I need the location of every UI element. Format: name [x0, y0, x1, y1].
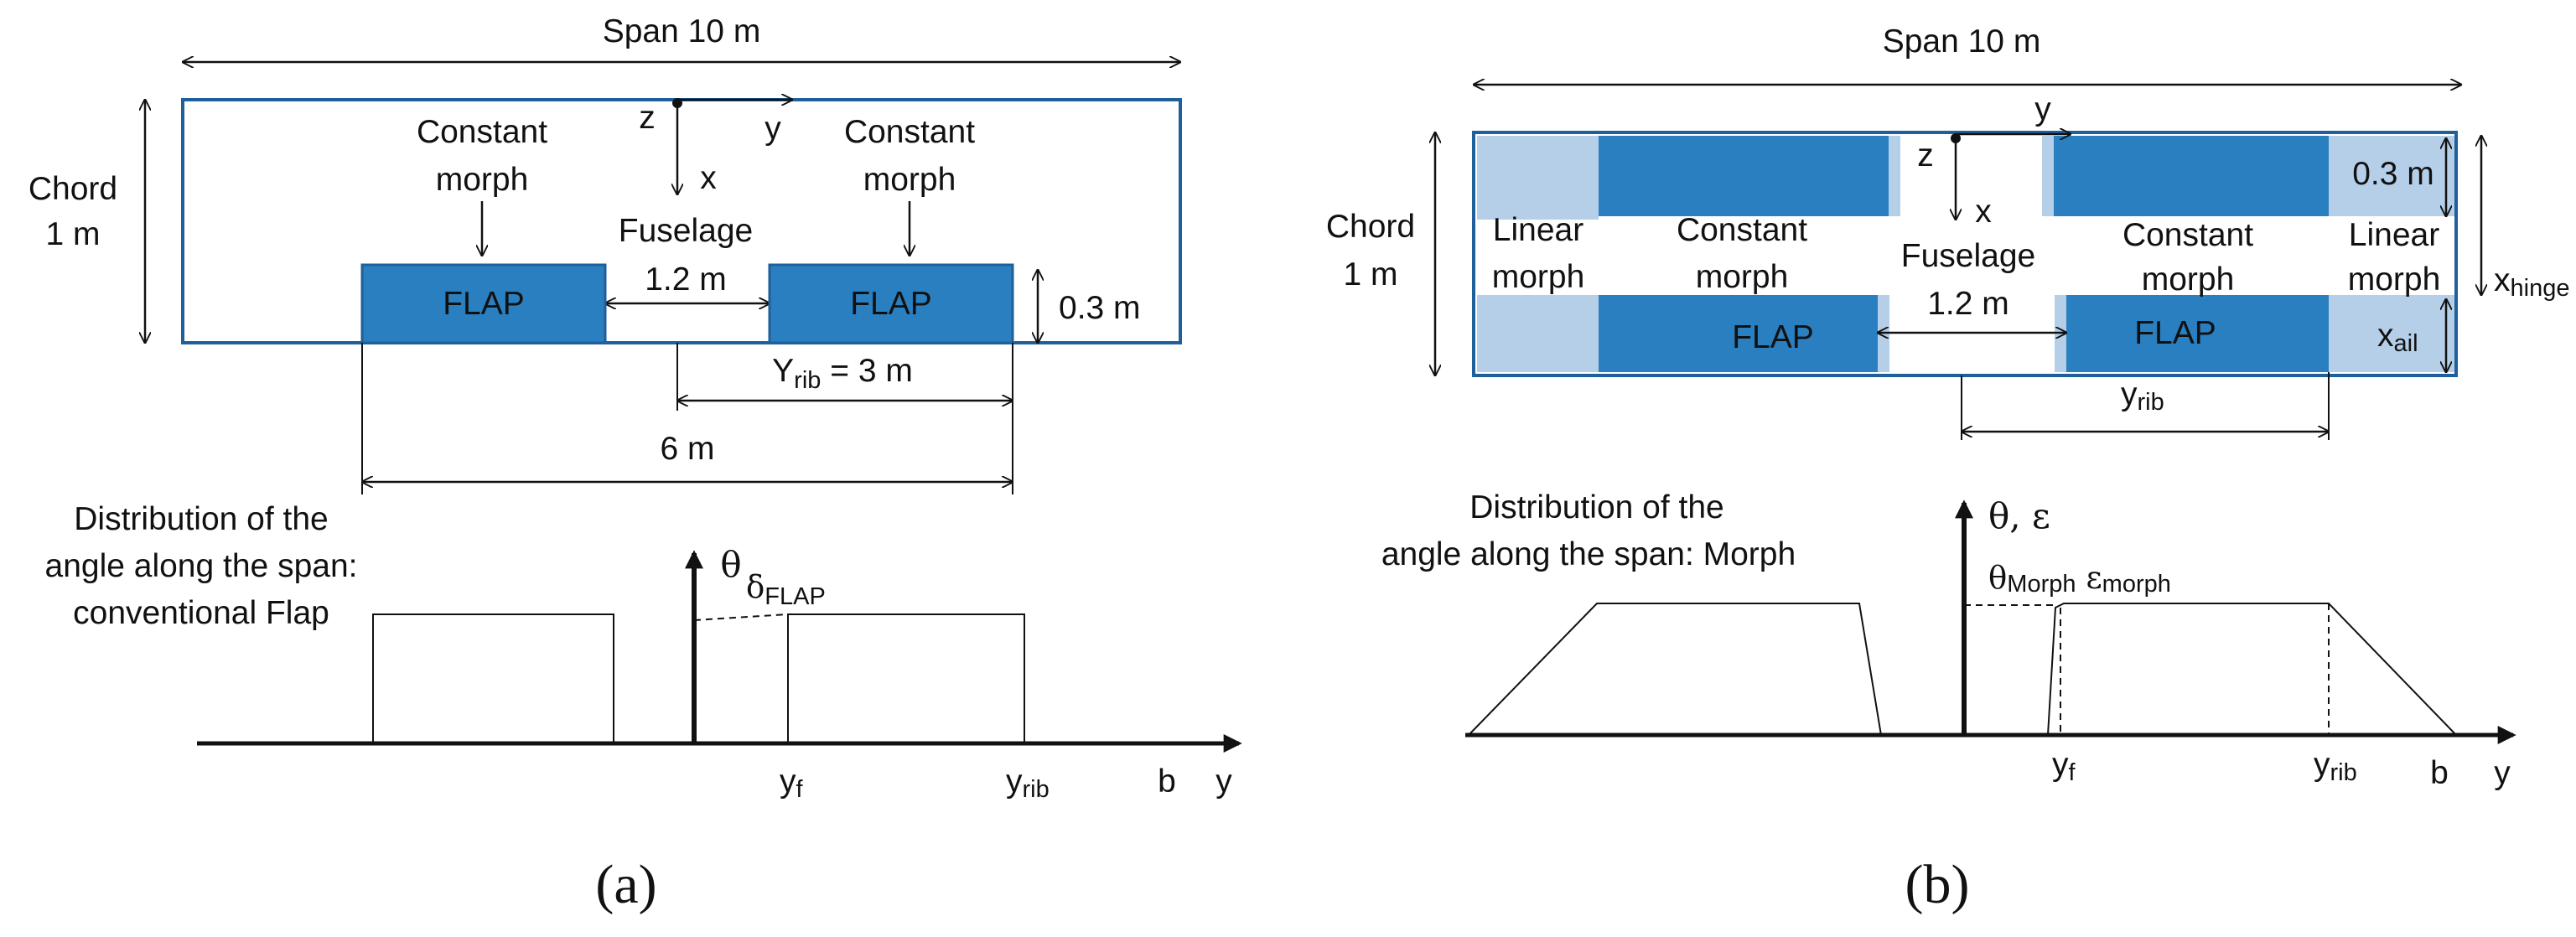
- fuselage-width-a: 1.2 m: [645, 261, 727, 298]
- dist-title-a-3: conventional Flap: [73, 595, 329, 631]
- constant-morph-left-b-2: morph: [1696, 259, 1789, 295]
- linear-morph-right-b-2: morph: [2348, 261, 2441, 298]
- x-axis-label-a: x: [700, 160, 717, 196]
- chord-label-a-2: 1 m: [45, 216, 100, 252]
- dist-title-a-2: angle along the span:: [45, 548, 358, 584]
- flap-left-label-b: FLAP: [1732, 319, 1814, 355]
- fuselage-label-a: Fuselage: [619, 213, 753, 249]
- caption-a: (a): [595, 854, 656, 915]
- dist-title-b-1: Distribution of the: [1469, 489, 1724, 525]
- constant-morph-right-top: [2054, 136, 2329, 216]
- x-axis-label-b: x: [1975, 194, 1992, 230]
- flap-right-a: [768, 263, 1014, 344]
- transition-sliver-2: [2042, 136, 2054, 216]
- linear-morph-left-b-2: morph: [1492, 259, 1585, 295]
- tick-yrib-a: yrib: [1006, 764, 1050, 803]
- dist-title-b-2: angle along the span: Morph: [1381, 536, 1796, 572]
- flap-span-label-a: 6 m: [660, 431, 714, 467]
- yrib-label-a: Yrib = 3 m: [772, 353, 913, 394]
- chord-label-a-1: Chord: [29, 171, 117, 207]
- dist-title-a-1: Distribution of the: [74, 501, 329, 537]
- linear-morph-right-bottom: [2329, 295, 2456, 372]
- tick-yrib-b: yrib: [2314, 747, 2357, 786]
- constant-morph-right-b-2: morph: [2142, 261, 2235, 298]
- linear-morph-right-b-1: Linear: [2349, 217, 2439, 253]
- flap-depth-label-a: 0.3 m: [1059, 290, 1141, 326]
- wing-outline-b: [1472, 131, 2458, 377]
- theta-eps-label-b: θ, ε: [1988, 495, 2050, 536]
- morph-distribution-left-b: [1468, 603, 1882, 736]
- tick-b-b: b: [2430, 755, 2449, 791]
- constant-morph-left-a-2: morph: [436, 162, 529, 198]
- theta-label-a: θ: [720, 544, 741, 585]
- flap-right-label-a: FLAP: [850, 286, 932, 322]
- panel-a: Span 10 m Chord 1 m z y x Constant morph…: [29, 13, 1242, 915]
- flap-right-label-b: FLAP: [2134, 315, 2216, 351]
- tick-b-a: b: [1158, 764, 1176, 800]
- flap-left-label-a: FLAP: [443, 286, 525, 322]
- panel-b: Span 10 m Chord 1 m z y x Linear morph: [1326, 23, 2570, 915]
- y-axis-label-b: y: [2034, 91, 2051, 127]
- flap-distribution-right-a: [787, 613, 1025, 743]
- delta-dashed-line-a: [693, 613, 789, 621]
- constant-morph-left-a-1: Constant: [417, 114, 547, 150]
- flap-left-a: [360, 263, 607, 344]
- constant-morph-right-a-1: Constant: [844, 114, 975, 150]
- caption-b: (b): [1905, 854, 1970, 915]
- xail-label-b: xail: [2377, 318, 2418, 357]
- xhinge-label-b: xhinge: [2494, 262, 2569, 302]
- tick-yf-b: yf: [2052, 747, 2076, 786]
- transition-sliver-1: [1889, 136, 1900, 216]
- linear-morph-right-top: [2329, 136, 2456, 216]
- chord-label-b-2: 1 m: [1343, 256, 1397, 292]
- morph-distribution-right-b: [2047, 603, 2457, 736]
- flap-right-b: [2066, 295, 2329, 372]
- yrib-label-b: yrib: [2121, 376, 2164, 416]
- axis-y-label-b: y: [2494, 755, 2511, 791]
- flap-left-b: [1599, 295, 1878, 372]
- linear-morph-left-bottom: [1477, 295, 1599, 372]
- z-axis-label-a: z: [639, 100, 656, 136]
- fuselage-width-b: 1.2 m: [1927, 286, 2009, 322]
- y-axis-label-a: y: [765, 111, 781, 147]
- chord-label-b-1: Chord: [1326, 209, 1415, 245]
- z-axis-label-b: z: [1917, 137, 1934, 173]
- depth-label-b: 0.3 m: [2352, 156, 2434, 192]
- tick-yf-a: yf: [780, 764, 804, 803]
- constant-morph-left-top: [1599, 136, 1889, 216]
- span-label-a: Span 10 m: [603, 13, 761, 49]
- flap-distribution-left-a: [372, 613, 614, 743]
- delta-flap-label-a: δFLAP: [746, 569, 826, 610]
- axis-y-label-a: y: [1215, 764, 1232, 800]
- constant-morph-left-b-1: Constant: [1677, 212, 1807, 248]
- span-label-b: Span 10 m: [1883, 23, 2041, 60]
- linear-morph-left-top: [1477, 136, 1599, 220]
- constant-morph-right-b-1: Constant: [2122, 217, 2253, 253]
- constant-morph-right-a-2: morph: [863, 162, 956, 198]
- linear-morph-left-b-1: Linear: [1493, 212, 1583, 248]
- fuselage-label-b: Fuselage: [1901, 238, 2035, 274]
